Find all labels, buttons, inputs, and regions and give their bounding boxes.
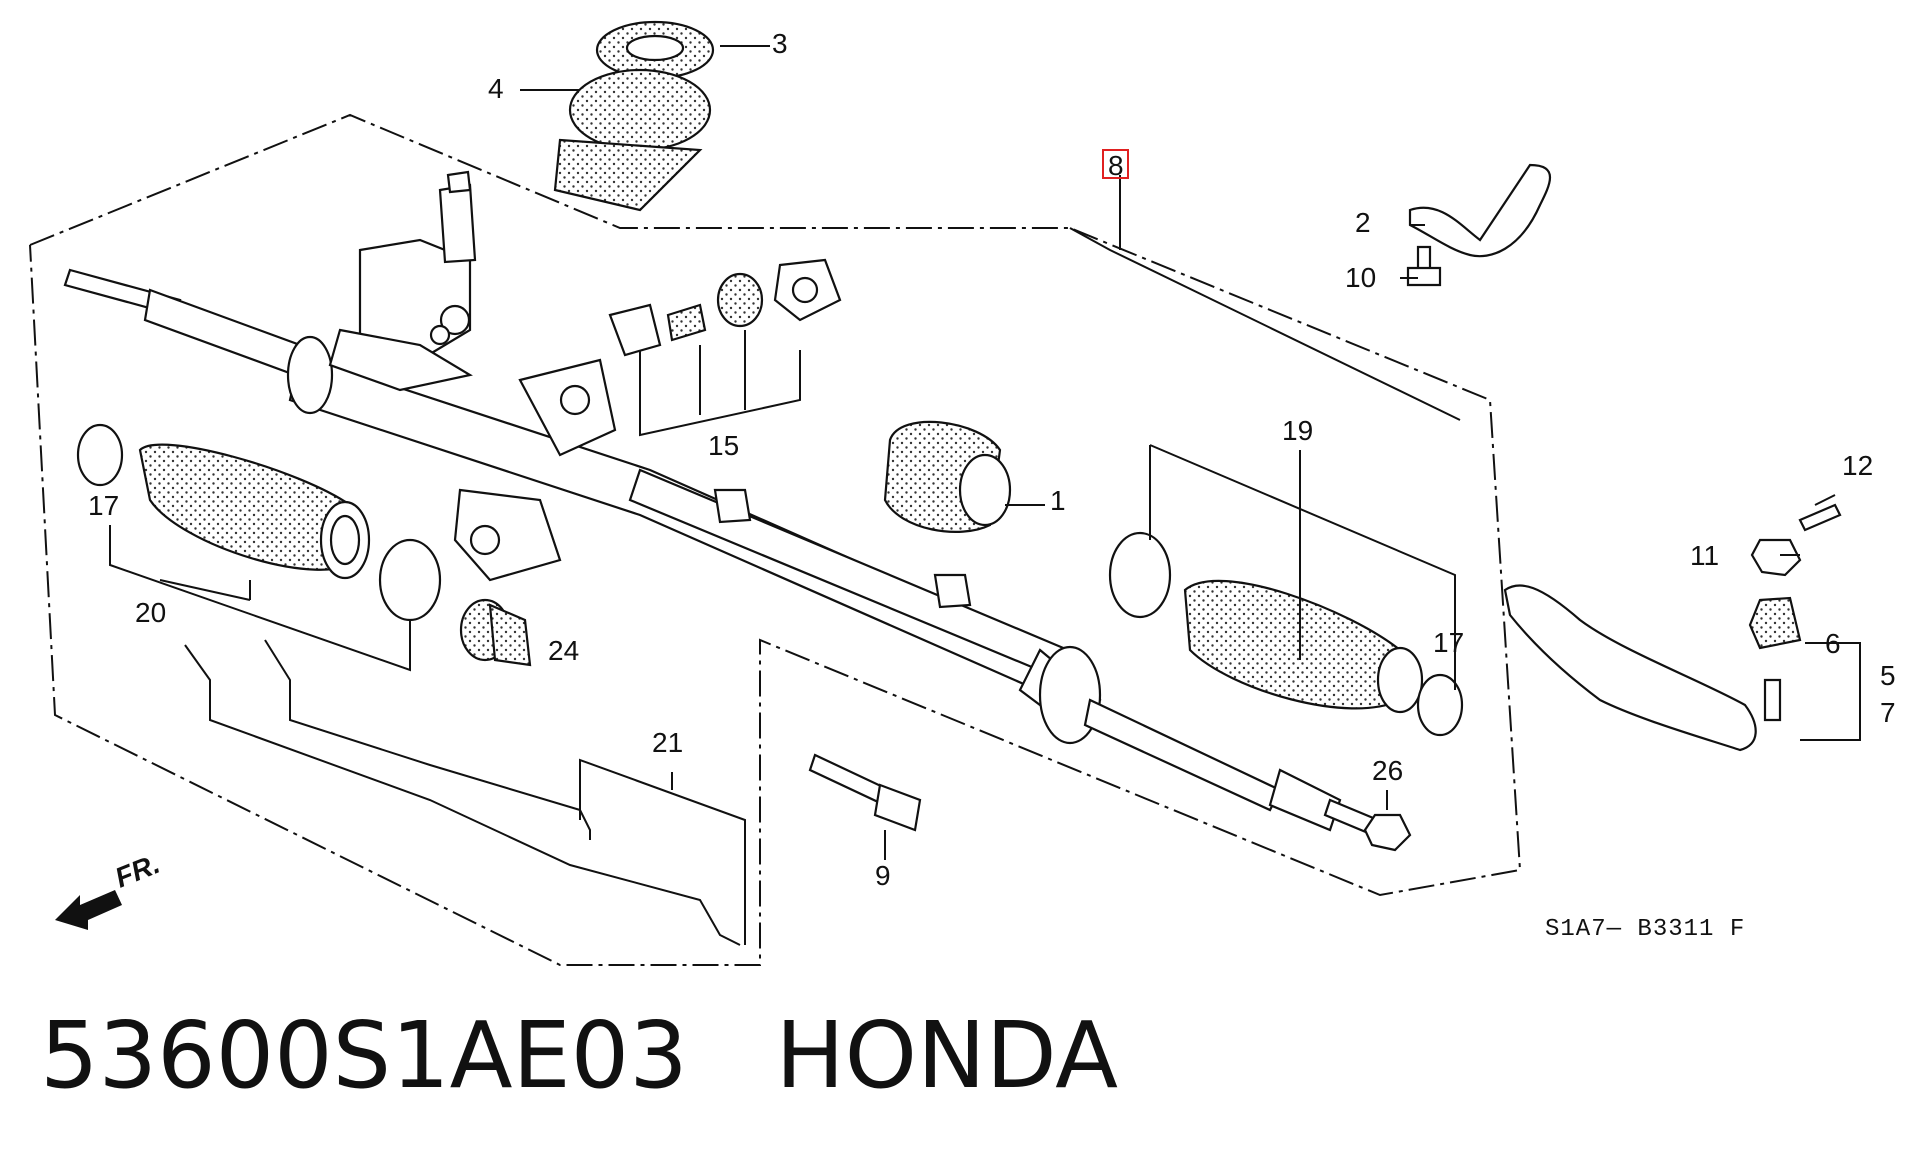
callout-9: 9 — [875, 860, 891, 891]
callout-3: 3 — [772, 28, 788, 59]
boot-part-6 — [1748, 596, 1802, 650]
part-number-caption: 53600S1AE03 HONDA — [40, 1002, 1119, 1109]
rack-housing — [63, 268, 1392, 842]
callout-15: 15 — [708, 430, 739, 461]
bushing-part-1 — [883, 420, 1012, 533]
front-direction-label: FR. — [111, 848, 164, 894]
diagram-code: S1A7— B3311 F — [1545, 916, 1745, 943]
callout-numbers: 1 2 3 4 5 6 7 8 9 10 11 12 15 17 17 19 2… — [88, 28, 1896, 891]
callout-17-left: 17 — [88, 490, 119, 521]
right-boot — [1183, 579, 1424, 714]
callout-8: 8 — [1108, 150, 1124, 181]
left-clamp — [76, 423, 442, 622]
callout-2: 2 — [1355, 207, 1371, 238]
rack-guide-parts — [608, 258, 842, 357]
callout-19: 19 — [1282, 415, 1313, 446]
bearing-part-4 — [553, 68, 712, 212]
bracket-part-2 — [1408, 163, 1551, 258]
callout-10: 10 — [1345, 262, 1376, 293]
left-boot — [138, 443, 371, 580]
callout-12: 12 — [1842, 450, 1873, 481]
cotter-pin-12 — [1798, 503, 1842, 532]
callout-4: 4 — [488, 73, 504, 104]
feed-lines — [184, 639, 741, 946]
callout-11: 11 — [1690, 540, 1719, 571]
callout-7: 7 — [1880, 697, 1896, 728]
nut-part-26 — [1363, 813, 1412, 852]
mount-cushion-24 — [459, 598, 532, 667]
callout-21: 21 — [652, 727, 683, 758]
callout-8-highlight — [1102, 149, 1129, 179]
right-clamp — [1108, 531, 1464, 737]
seal-part-3 — [595, 20, 715, 80]
nut-part-11 — [1750, 538, 1802, 577]
pinion-valve-housing — [328, 170, 477, 392]
callout-17-right: 17 — [1433, 627, 1464, 658]
callout-5: 5 — [1880, 660, 1896, 691]
tie-rod-end — [1503, 584, 1782, 752]
leader-lines — [109, 45, 1861, 945]
bolt-part-9 — [808, 753, 922, 832]
assembly-boundary-outer — [29, 113, 1522, 966]
callout-1: 1 — [1050, 485, 1066, 516]
front-direction-arrow — [55, 890, 122, 930]
callout-6: 6 — [1825, 628, 1841, 659]
bolt-part-10 — [1406, 245, 1442, 287]
callout-20: 20 — [135, 597, 166, 628]
callout-24: 24 — [548, 635, 579, 666]
assembly-boundary-inner — [1069, 227, 1461, 421]
callout-26: 26 — [1372, 755, 1403, 786]
